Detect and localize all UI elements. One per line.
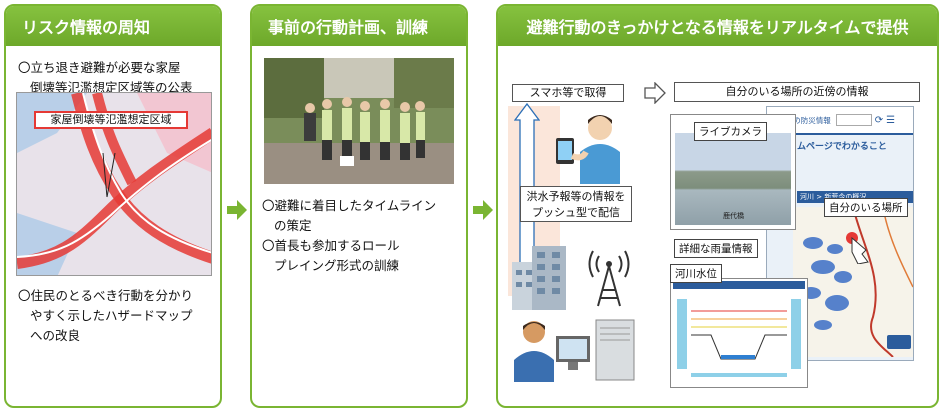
refresh-icon[interactable]: ⟳	[874, 114, 884, 126]
camera-caption: 鹿代橋	[723, 212, 744, 220]
risk-text-1a: 〇立ち退き避難が必要な家屋	[18, 60, 181, 75]
website-subheading: ムページでわかること	[797, 142, 887, 152]
flow-arrow-1	[227, 200, 247, 224]
panel-title: 避難行動のきっかけとなる情報をリアルタイムで提供	[498, 6, 937, 46]
river-level-chart	[670, 278, 808, 388]
antenna-icon	[584, 248, 634, 312]
menu-icon[interactable]: ☰	[886, 114, 896, 126]
push-line-b: プッシュ型で配信	[532, 206, 620, 219]
website-title: 川の防災情報	[785, 115, 831, 125]
website-map	[793, 206, 913, 358]
nearby-info-label: 自分のいる場所の近傍の情報	[674, 82, 920, 102]
risk-text-2b: やすく示したハザードマップ	[30, 308, 193, 323]
website-search-input[interactable]	[835, 114, 872, 126]
training-photo	[264, 58, 454, 184]
training-photo-image	[264, 58, 454, 184]
push-delivery-label: 洪水予報等の情報を プッシュ型で配信	[520, 186, 632, 222]
risk-text-1b: 倒壊等氾濫想定区域等の公表	[30, 80, 193, 95]
building-icon	[512, 246, 566, 314]
hollow-arrow-right	[644, 81, 666, 108]
panel-title: 事前の行動計画、訓練	[252, 6, 466, 46]
smartphone-label: スマホ等で取得	[512, 84, 624, 102]
panel-title: リスク情報の周知	[6, 6, 220, 46]
push-line-a: 洪水予報等の情報を	[526, 190, 626, 203]
flow-arrow-2	[473, 200, 493, 224]
river-level-chart-image	[673, 281, 805, 377]
website-map-image	[801, 206, 913, 358]
live-camera-panel: 鹿代橋	[670, 114, 796, 230]
map-label: 家屋倒壊等氾濫想定区域	[34, 111, 188, 129]
my-location-label: 自分のいる場所	[824, 198, 908, 217]
tap-hand-icon	[844, 230, 874, 268]
risk-text-2a: 〇住民のとるべき行動を分かり	[18, 288, 194, 303]
plan-text-2b: プレイング形式の訓練	[274, 258, 400, 273]
rain-info-label: 詳細な雨量情報	[674, 239, 758, 258]
operator-pc-icon	[512, 316, 642, 386]
plan-text-1a: 〇避難に着目したタイムライン	[262, 198, 437, 213]
panel-realtime-info: 避難行動のきっかけとなる情報をリアルタイムで提供 スマホ等で取得 自分のいる場所…	[496, 4, 939, 408]
risk-text-2c: への改良	[30, 328, 81, 343]
person-smartphone-icon	[552, 110, 632, 188]
live-camera-label: ライブカメラ	[694, 122, 767, 141]
river-level-label: 河川水位	[670, 264, 722, 283]
plan-text-2a: 〇首長も参加するロール	[262, 238, 400, 253]
plan-text-1b: の策定	[274, 218, 312, 233]
live-camera-image	[675, 133, 791, 225]
